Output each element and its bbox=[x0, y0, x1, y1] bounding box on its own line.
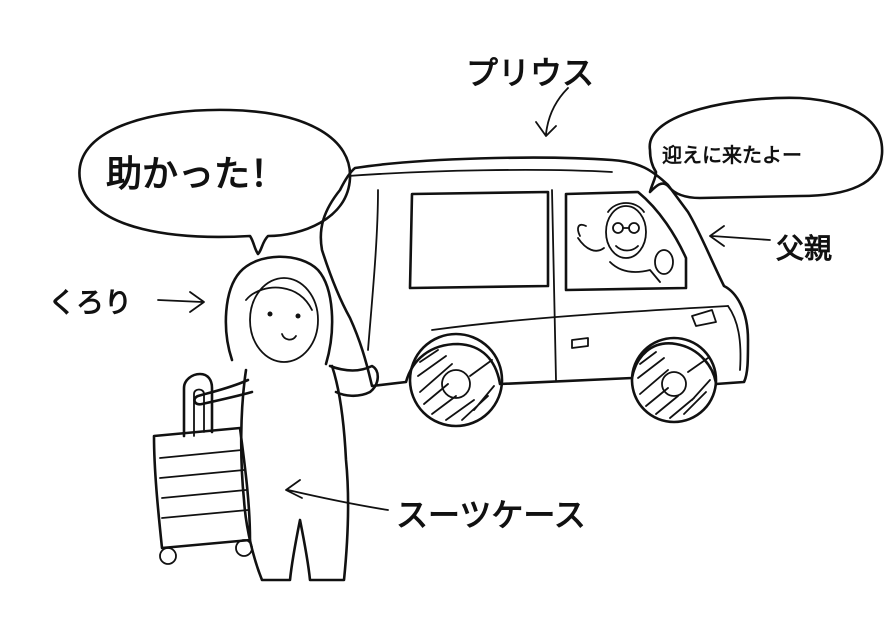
arrow-father bbox=[709, 225, 771, 247]
label-suitcase: スーツケース bbox=[396, 496, 586, 534]
daughter-speech-bubble: 助かった！ bbox=[78, 108, 352, 256]
daughter-speech-text: 助かった！ bbox=[106, 154, 286, 195]
label-kurori: くろり bbox=[48, 286, 132, 319]
arrow-prius bbox=[535, 87, 569, 137]
arrow-kurori bbox=[157, 291, 205, 313]
car-prius bbox=[319, 156, 750, 428]
father-speech-text: 迎えに来たよー bbox=[662, 143, 802, 167]
father-figure bbox=[577, 202, 674, 283]
suitcase bbox=[152, 372, 253, 565]
label-father: 父親 bbox=[776, 232, 832, 265]
arrow-suitcase bbox=[285, 479, 389, 511]
front-wheel bbox=[630, 336, 718, 424]
rear-wheel bbox=[408, 332, 504, 428]
label-prius: プリウス bbox=[466, 54, 594, 92]
kurori-figure bbox=[193, 255, 380, 582]
father-speech-bubble: 迎えに来たよー bbox=[648, 96, 884, 200]
